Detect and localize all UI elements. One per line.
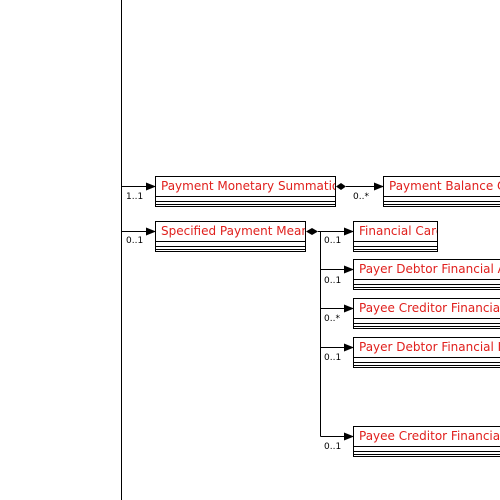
class-name: Payment Balance Ou xyxy=(384,177,500,197)
operation-compartment xyxy=(354,249,437,250)
class-name: Payee Creditor Financial In xyxy=(354,427,500,447)
class-box-payer-debtor-financial-institution[interactable]: Payer Debtor Financial Inst xyxy=(353,337,500,368)
attribute-compartment xyxy=(156,201,335,202)
class-name: Payment Monetary Summation xyxy=(156,177,335,197)
operation-compartment xyxy=(384,204,500,205)
class-box-payment-monetary-summation[interactable]: Payment Monetary Summation xyxy=(155,176,336,207)
operation-compartment xyxy=(354,365,500,366)
composition-diamond-specified-payment-means xyxy=(306,228,318,235)
attribute-compartment xyxy=(354,451,500,452)
operation-compartment xyxy=(156,249,305,250)
operation-compartment xyxy=(354,326,500,327)
class-name: Payer Debtor Financial Inst xyxy=(354,338,500,358)
multiplicity-payer-debtor-financial-account: 0..1 xyxy=(324,276,342,286)
multiplicity-payment-balance-out: 0..* xyxy=(353,192,369,202)
class-box-specified-payment-means[interactable]: Specified Payment Means xyxy=(155,221,306,252)
operation-compartment xyxy=(354,287,500,288)
class-name: Specified Payment Means xyxy=(156,222,305,242)
multiplicity-specified-payment-means: 0..1 xyxy=(126,236,144,246)
operation-compartment xyxy=(156,204,335,205)
attribute-compartment xyxy=(354,246,437,247)
class-box-payer-debtor-financial-account[interactable]: Payer Debtor Financial Acc xyxy=(353,259,500,290)
attribute-compartment xyxy=(354,284,500,285)
class-name: Financial Card xyxy=(354,222,437,242)
class-name: Payer Debtor Financial Acc xyxy=(354,260,500,280)
class-box-payee-creditor-financial-account[interactable]: Payee Creditor Financial A xyxy=(353,298,500,329)
multiplicity-payer-debtor-financial-institution: 0..1 xyxy=(324,353,342,363)
multiplicity-payee-creditor-financial-account: 0..* xyxy=(324,314,340,324)
multiplicity-financial-card: 0..1 xyxy=(324,236,342,246)
composition-diamond-payment-monetary-summation xyxy=(336,183,346,190)
attribute-compartment xyxy=(354,362,500,363)
class-box-payee-creditor-financial-institution[interactable]: Payee Creditor Financial In xyxy=(353,426,500,457)
attribute-compartment xyxy=(384,201,500,202)
attribute-compartment xyxy=(156,246,305,247)
operation-compartment xyxy=(354,454,500,455)
class-box-payment-balance-out[interactable]: Payment Balance Ou xyxy=(383,176,500,207)
multiplicity-payment-monetary-summation: 1..1 xyxy=(126,192,144,202)
class-name: Payee Creditor Financial A xyxy=(354,299,500,319)
class-box-financial-card[interactable]: Financial Card xyxy=(353,221,438,252)
attribute-compartment xyxy=(354,323,500,324)
multiplicity-payee-creditor-financial-institution: 0..1 xyxy=(324,442,342,452)
